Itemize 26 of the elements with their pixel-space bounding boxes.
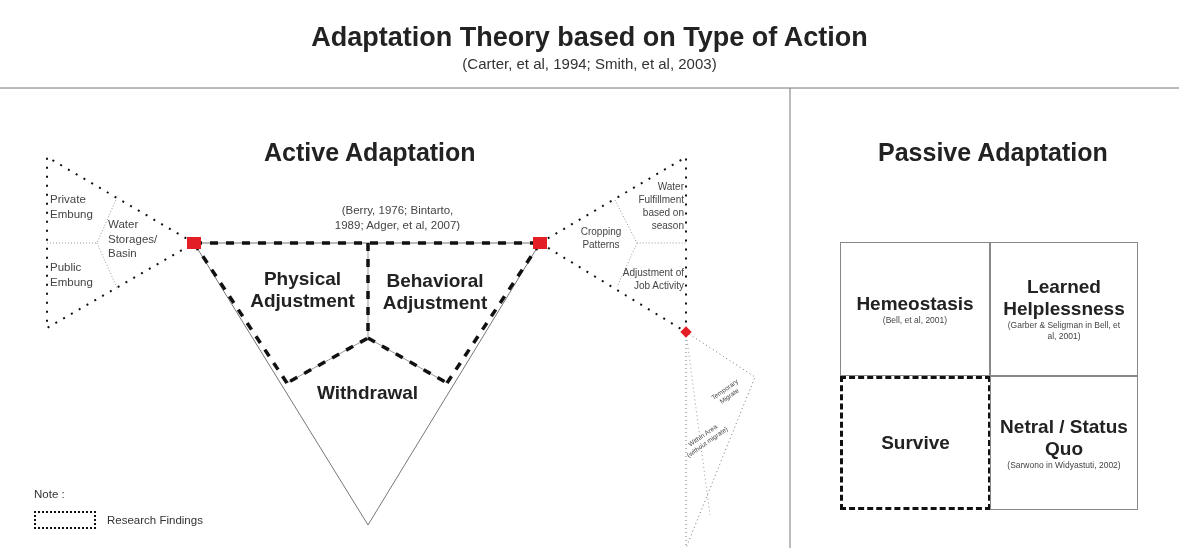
cell-title: Learned Helplessness	[1002, 276, 1126, 320]
citation-text: (Berry, 1976; Bintarto, 1989; Adger, et al, 2007)	[333, 203, 462, 233]
subtitle-citation: (Carter, et al, 1994; Smith, et al, 2003)	[461, 55, 718, 72]
citation-text: (Garber & Seligman in Bell, et al, 2001)	[1006, 320, 1122, 342]
diagram-title: Adaptation Theory based on Type of Action	[310, 22, 869, 53]
region-label: Water Fulfillment based on season	[638, 180, 684, 240]
quadrant-cell	[840, 242, 990, 376]
cell-title: Netral / Status Quo	[999, 415, 1129, 460]
quadrant-cell	[840, 376, 991, 510]
cell-title: Survive	[881, 432, 950, 454]
region-label: Public Embung	[50, 260, 110, 294]
region-label: Cropping Patterns	[568, 225, 634, 261]
region-label: Withdrawal	[305, 382, 430, 412]
section-heading: Passive Adaptation	[878, 138, 1108, 167]
quadrant-cell	[990, 376, 1138, 510]
region-label: Behavioral Adjustment	[375, 270, 495, 322]
note-label: Note :	[34, 488, 65, 500]
region-label: Adjustment of Job Activity	[620, 266, 684, 300]
citation-text: (Sarwono in Widyastuti, 2002)	[1006, 459, 1122, 471]
region-label: Water Storages/ Basin	[108, 217, 172, 269]
quadrant-cell	[990, 242, 1138, 376]
citation-text: (Bell, et al, 2001)	[881, 314, 949, 326]
region-label: Physical Adjustment	[245, 268, 360, 320]
section-heading: Active Adaptation	[264, 138, 476, 167]
legend-text: Research Findings	[107, 514, 203, 526]
cell-title: Hemeostasis	[856, 292, 974, 315]
